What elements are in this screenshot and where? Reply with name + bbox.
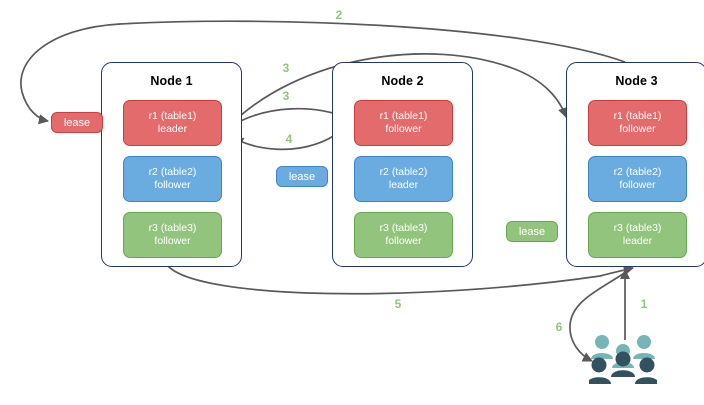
node-2-replica-r2[interactable]: r2 (table2) leader <box>354 156 453 202</box>
node-1-replica-r2[interactable]: r2 (table2) follower <box>123 156 222 202</box>
replica-role: leader <box>388 179 419 191</box>
replica-name: r1 (table1) <box>379 109 428 122</box>
node-3-replica-r3[interactable]: r3 (table3) leader <box>588 212 687 258</box>
replica-role: follower <box>154 235 191 247</box>
node-3-replica-r2[interactable]: r2 (table2) follower <box>588 156 687 202</box>
node-1-replica-r3[interactable]: r3 (table3) follower <box>123 212 222 258</box>
replica-role: leader <box>157 123 188 135</box>
replica-role: follower <box>154 179 191 191</box>
replica-name: r1 (table1) <box>148 109 197 122</box>
node-1-replica-r1[interactable]: r1 (table1) leader <box>123 100 222 146</box>
replica-role: follower <box>619 123 656 135</box>
lease-label: lease <box>518 225 546 238</box>
step-label-2: 2 <box>331 8 347 22</box>
replica-role: follower <box>385 235 422 247</box>
lease-label: lease <box>63 116 91 129</box>
step-label-5: 5 <box>390 297 406 311</box>
replica-role: leader <box>622 235 653 247</box>
replica-name: r1 (table1) <box>613 109 662 122</box>
replica-role: follower <box>385 123 422 135</box>
step-text: 5 <box>394 297 402 311</box>
node-3-replica-r1[interactable]: r1 (table1) follower <box>588 100 687 146</box>
step-text: 3 <box>282 89 290 103</box>
node-2-replica-r1[interactable]: r1 (table1) follower <box>354 100 453 146</box>
replica-name: r2 (table2) <box>613 165 662 178</box>
lease-box-table1[interactable]: lease <box>51 112 103 133</box>
replica-name: r3 (table3) <box>379 221 428 234</box>
step-text: 4 <box>285 132 293 146</box>
step-label-4: 4 <box>281 132 297 146</box>
replica-role: follower <box>619 179 656 191</box>
node-3-title: Node 3 <box>615 74 658 88</box>
node-card-1[interactable]: Node 1 r1 (table1) leader r2 (table2) fo… <box>101 62 242 267</box>
replica-name: r2 (table2) <box>148 165 197 178</box>
step-label-3a: 3 <box>278 61 294 75</box>
node-2-title: Node 2 <box>381 74 424 88</box>
users-group-icon <box>589 335 657 384</box>
replica-name: r3 (table3) <box>148 221 197 234</box>
node-card-2[interactable]: Node 2 r1 (table1) follower r2 (table2) … <box>332 62 473 267</box>
step-label-6: 6 <box>551 320 567 334</box>
replica-name: r3 (table3) <box>613 221 662 234</box>
node-2-replica-r3[interactable]: r3 (table3) follower <box>354 212 453 258</box>
step-text: 3 <box>282 61 290 75</box>
step-text: 2 <box>335 8 343 22</box>
replica-name: r2 (table2) <box>379 165 428 178</box>
lease-box-table3[interactable]: lease <box>506 221 558 242</box>
node-card-3[interactable]: Node 3 r1 (table1) follower r2 (table2) … <box>566 62 704 267</box>
arrow-step-3-to-node2 <box>227 107 350 129</box>
step-label-3b: 3 <box>278 89 294 103</box>
step-label-1: 1 <box>636 297 652 311</box>
step-text: 6 <box>555 320 563 334</box>
node-1-title: Node 1 <box>150 74 193 88</box>
step-text: 1 <box>640 297 648 311</box>
lease-label: lease <box>288 170 316 183</box>
lease-box-table2[interactable]: lease <box>276 166 328 187</box>
arrow-step-5 <box>167 265 634 295</box>
